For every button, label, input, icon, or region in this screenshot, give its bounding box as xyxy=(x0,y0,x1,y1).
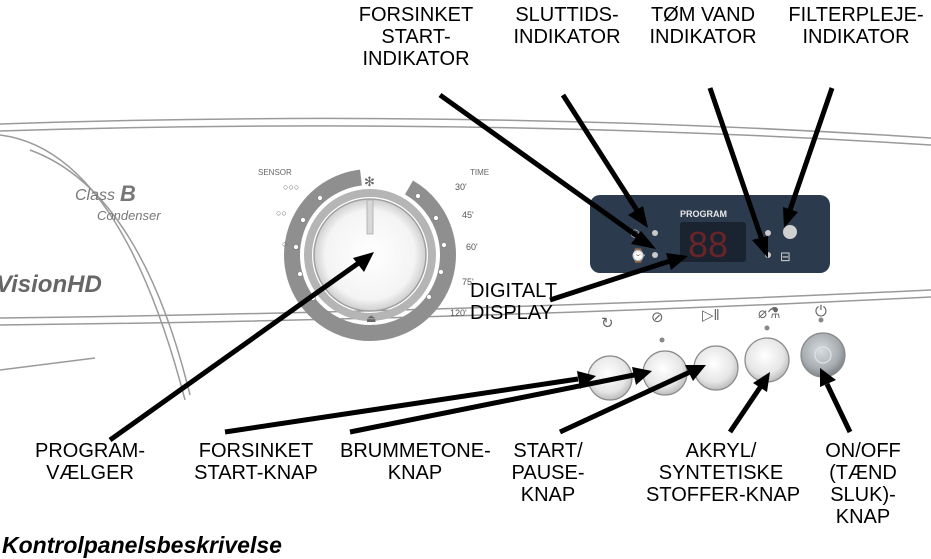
caption: Kontrolpanelsbeskrivelse xyxy=(2,532,282,558)
dial-mark-60: 60' xyxy=(466,242,478,252)
label-acrylic-button: AKRYL/ SYNTETISKE STOFFER-KNAP xyxy=(646,440,801,506)
arrow-endtime-indicator xyxy=(560,93,641,214)
condenser-text: Condenser xyxy=(97,208,161,223)
arrow-digital-display xyxy=(549,258,671,303)
fan-icon: ✻ xyxy=(364,174,375,189)
panel-mid-edge xyxy=(0,289,931,319)
drain-indicator-icon: ⊟ xyxy=(780,249,791,264)
power-icon: ⏻ xyxy=(815,303,827,320)
class-letter: B xyxy=(120,181,136,206)
arrow-buzzer-button xyxy=(349,372,635,435)
dial-outer-ring xyxy=(284,169,456,341)
dial-mark-30: 30' xyxy=(455,182,467,192)
label-start-pause-button: START/ PAUSE- KNAP xyxy=(511,440,585,506)
sensor-level-1: ○ xyxy=(282,239,287,249)
arrow-onoff-button xyxy=(824,382,853,434)
label-onoff-button: ON/OFF (TÆND SLUK)- KNAP xyxy=(825,440,901,528)
label-delay-indicator: FORSINKET START- INDIKATOR xyxy=(358,4,474,70)
dial-inner-ring xyxy=(304,189,436,321)
time-text: TIME xyxy=(470,168,489,177)
label-filter-indicator: FILTERPLEJE- INDIKATOR xyxy=(788,4,924,48)
panel-left-curve-inner xyxy=(29,149,191,396)
panel-outline xyxy=(0,117,931,401)
button-symbols: ↻ ⊘ ▷‖ ⌀⚗ ⏻ xyxy=(601,303,827,343)
panel-left-curve xyxy=(0,134,186,401)
onoff-button-center xyxy=(814,346,832,364)
label-endtime-indicator: SLUTTIDS- INDIKATOR xyxy=(513,4,621,48)
label-delay-start-button: FORSINKET START-KNAP xyxy=(194,440,318,484)
endtime-indicator-led xyxy=(652,252,658,258)
brand-text: VisionHD xyxy=(0,271,102,298)
endtime-indicator-icon: ⌚ xyxy=(630,248,646,263)
acrylic-icon: ⌀⚗ xyxy=(758,305,780,322)
dial-mark-45: 45' xyxy=(462,210,474,220)
program-text: PROGRAM xyxy=(680,209,727,219)
arrow-program-selector xyxy=(108,259,362,443)
sensor-level-3: ○○○ xyxy=(283,182,299,192)
label-program-selector: PROGRAM- VÆLGER xyxy=(35,440,145,484)
dial-mark-120: 120' xyxy=(450,308,467,318)
iron-icon: ⏏ xyxy=(366,313,376,325)
arrow-delay-indicator xyxy=(438,92,642,241)
callout-arrows xyxy=(108,87,853,443)
start-pause-icon: ▷‖ xyxy=(702,307,720,324)
sensor-text: SENSOR xyxy=(258,168,292,177)
delay-indicator-led xyxy=(652,230,658,236)
filter-indicator-led xyxy=(765,230,771,236)
dial-pointer xyxy=(366,199,374,235)
display-digits: 88 xyxy=(688,224,728,265)
arrow-delay-start-button xyxy=(224,376,579,435)
program-dial[interactable]: SENSOR TIME 30' 45' 60' 75' 120' ○○○ ○○ … xyxy=(258,148,489,361)
dial-dots xyxy=(293,193,447,301)
digit-window xyxy=(680,222,746,262)
power-led xyxy=(818,317,824,323)
panel-top-edge-inner xyxy=(0,125,931,146)
label-digital-display: DIGITALT DISPLAY xyxy=(470,280,558,324)
panel-mid-edge-inner xyxy=(0,296,931,326)
arrow-filter-indicator xyxy=(787,87,835,211)
buzzer-led xyxy=(659,337,665,343)
display-module: PROGRAM 88 ⏲ ⌚ ⊟ xyxy=(590,195,830,273)
panel-top-edge xyxy=(0,117,931,139)
sensor-level-2: ○○ xyxy=(276,208,287,218)
filter-indicator-icon xyxy=(783,225,797,239)
delay-start-icon: ↻ xyxy=(601,315,614,332)
arrow-drain-indicator xyxy=(707,87,765,241)
buzzer-icon: ⊘ xyxy=(651,309,664,326)
buttons xyxy=(587,332,846,401)
panel-lower-left-stroke xyxy=(0,357,96,371)
label-buzzer-button: BRUMMETONE- KNAP xyxy=(340,440,491,484)
dial-mark-75: 75' xyxy=(462,277,474,287)
class-text: Class xyxy=(75,187,115,204)
arrow-start-pause-button xyxy=(558,369,692,435)
label-drain-indicator: TØM VAND INDIKATOR xyxy=(649,4,757,48)
acrylic-led xyxy=(764,325,770,331)
arrow-acrylic-button xyxy=(727,384,764,434)
